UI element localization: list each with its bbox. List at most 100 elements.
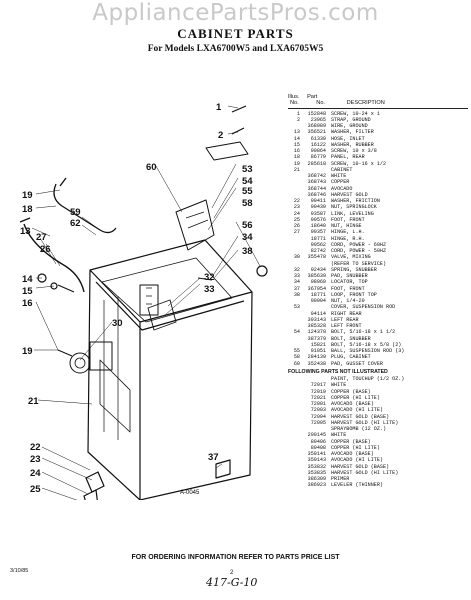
callout-60: 60 [146, 162, 157, 173]
part-description: WHITE [331, 432, 347, 439]
callout-32: 32 [204, 272, 215, 283]
part-description: COVER, SUSPENSION ROD [331, 304, 396, 311]
illus-no: 13 [293, 129, 300, 136]
part-no: 352438 [307, 360, 326, 367]
part-no: 386309 [307, 476, 326, 482]
part-no: 152848 [307, 110, 326, 117]
part-description: COPPER (HI LITE) [331, 394, 380, 401]
table-row: (REFER TO SERVICE) [288, 261, 468, 267]
part-no: 285618 [307, 160, 326, 167]
part-no: 386923 [307, 482, 326, 489]
table-row: 386923 LEVELER (THINNER) [288, 482, 468, 488]
callout-56: 56 [242, 220, 253, 231]
part-no: 90411 [310, 198, 326, 204]
part-no: 86779 [310, 154, 326, 161]
part-description: WASHER, FILTER [331, 129, 374, 136]
callout-21: 21 [28, 396, 39, 407]
part-no: 368743 [307, 179, 326, 186]
part-no: 90576 [310, 216, 326, 223]
page-title: CABINET PARTS [177, 26, 294, 41]
illus-no: 30 [293, 254, 300, 261]
part-no: 284139 [307, 354, 326, 361]
handwritten-note: 417-G-10 [206, 576, 258, 589]
header-part: Part [307, 94, 318, 100]
illus-no: 53 [293, 304, 300, 311]
part-description: SPRAYBOMB (12 OZ.) [331, 426, 387, 432]
part-description: STRAP, GROUND [331, 116, 371, 123]
part-no: 82742 [310, 248, 326, 254]
callout-62: 62 [70, 218, 81, 229]
watermark: AppliancePartsPros.com [92, 0, 379, 26]
callout-34: 34 [242, 232, 253, 243]
section-title: FOLLOWING PARTS NOT ILLUSTRATED [288, 368, 388, 375]
part-description: HINGE, R.H. [331, 235, 365, 242]
part-no: 72003 [310, 407, 326, 414]
callout-58: 58 [242, 198, 253, 209]
part-description: AVOCADO [331, 185, 353, 192]
part-description: LEFT FRONT [331, 323, 362, 329]
part-description: COPPER [331, 179, 350, 186]
part-no: 350143 [307, 457, 326, 464]
illus-no: 58 [293, 354, 300, 361]
part-description: SCREW, 10 x 3/8 [331, 148, 377, 154]
part-no: 367954 [307, 285, 326, 292]
part-description: BOLT, 5/16-18 x 1 1/2 [331, 329, 396, 336]
callout-54: 54 [242, 176, 253, 187]
part-description: AVOCADO (HI LITE) [331, 457, 383, 464]
part-no: 72021 [310, 394, 326, 401]
illus-no: 1 [296, 110, 300, 117]
part-no: 90439 [310, 204, 326, 211]
part-no: 368742 [307, 173, 326, 179]
part-description: LOOP, FRONT TOP [331, 291, 377, 298]
part-description: LINK, LEVELING [331, 210, 374, 217]
part-description: VALVE, MIXING [331, 254, 371, 261]
part-no: 368746 [307, 191, 326, 198]
part-no: 124378 [307, 329, 326, 336]
illus-no: 27 [293, 229, 300, 236]
callout-19-top: 19 [22, 190, 33, 201]
part-no: 89406 [310, 438, 326, 445]
page-subtitle: For Models LXA6700W5 and LXA6705W5 [147, 44, 324, 54]
part-description: CORD, POWER - 60HZ [331, 241, 387, 248]
part-no: 393143 [307, 316, 326, 323]
part-description: LEFT REAR [331, 316, 359, 323]
part-no: 72095 [310, 419, 326, 426]
part-description: WIRE, GROUND [331, 123, 368, 129]
table-row: 368743 COPPER [288, 179, 468, 185]
callout-2: 2 [218, 130, 223, 141]
table-row: 387379 BOLT, SNUBBER [288, 336, 468, 342]
page-number: 2 [230, 570, 234, 576]
part-description: HARVEST GOLD (BASE) [331, 463, 390, 470]
part-description: PRIMER [331, 476, 350, 482]
part-no: 72017 [310, 382, 326, 389]
callout-18: 18 [22, 204, 33, 215]
table-row: 386309 PRIMER [288, 476, 468, 482]
part-no: 387379 [307, 335, 326, 342]
part-description: LEVELER (THINNER) [331, 482, 383, 489]
part-description: HARVEST GOLD (BASE) [331, 413, 390, 420]
callout-59: 59 [70, 207, 81, 218]
callout-15: 15 [22, 286, 33, 297]
callout-24: 24 [30, 468, 41, 479]
illus-no: 34 [293, 279, 300, 286]
part-description: HARVEST GOLD (HI LITE) [331, 469, 399, 476]
part-description: BOLT, SNUBBER [331, 335, 371, 342]
part-description: SPRING, SNUBBER [331, 266, 377, 273]
